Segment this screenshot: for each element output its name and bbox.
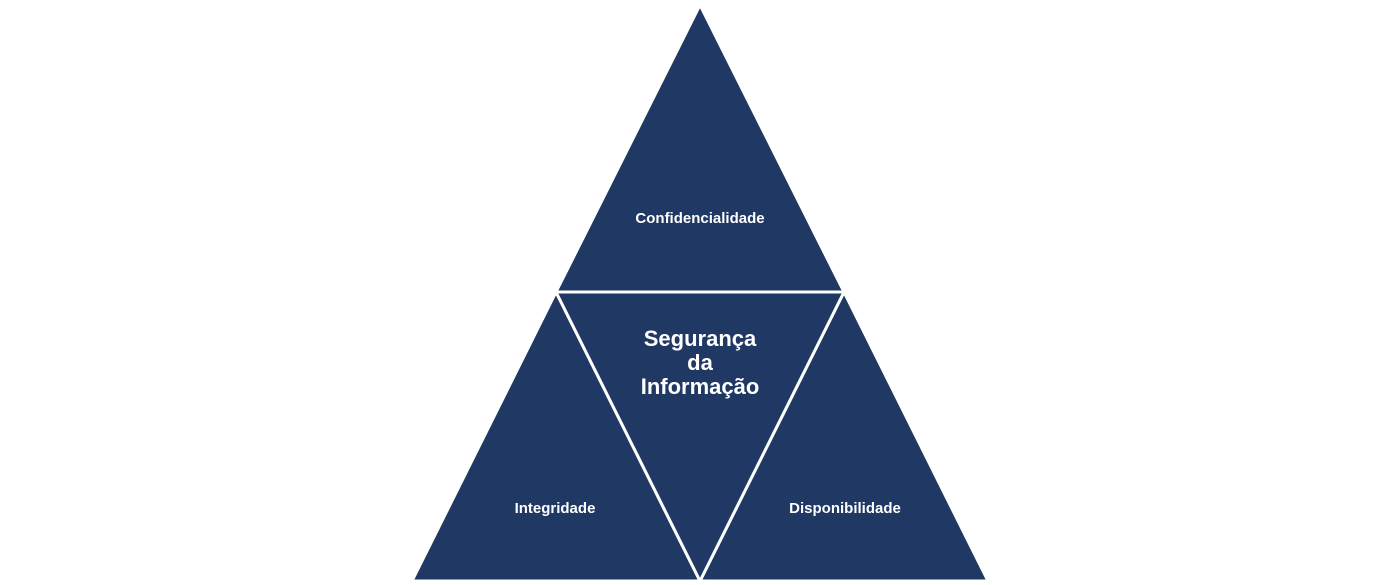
center-title-line1: Segurança: [644, 326, 757, 351]
center-triangle: [553, 290, 847, 585]
top-triangle: [553, 1, 847, 294]
top-label: Confidencialidade: [635, 210, 764, 227]
left-label: Integridade: [515, 500, 596, 517]
center-title-line3: Informação: [641, 374, 760, 399]
right-label: Disponibilidade: [789, 500, 901, 517]
center-title-line2: da: [687, 350, 713, 375]
